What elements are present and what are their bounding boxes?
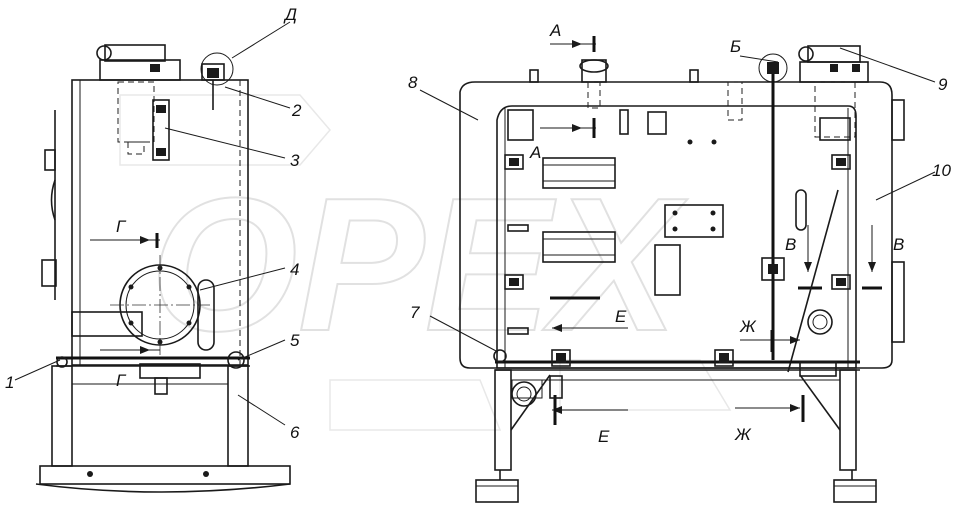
view-labels: Д Б А А Г Г В В Е Е Ж Ж bbox=[116, 5, 904, 446]
view-label-e-mid: Е bbox=[615, 307, 627, 326]
callout-9: 9 bbox=[938, 75, 948, 94]
callout-6: 6 bbox=[290, 423, 300, 442]
outlet-port bbox=[807, 309, 833, 335]
callout-3: 3 bbox=[290, 151, 300, 170]
callout-10: 10 bbox=[932, 161, 951, 180]
internal-filter-hidden bbox=[117, 81, 155, 143]
filler-cap bbox=[579, 59, 609, 73]
left-side-clip-2 bbox=[41, 259, 57, 287]
view-label-a-mid: А bbox=[529, 143, 541, 162]
level-gauge-bracket bbox=[152, 99, 170, 161]
view-label-g-bottom: Г bbox=[116, 371, 127, 390]
watermark-text: ОРЕХ bbox=[150, 159, 688, 371]
filter-outlet-hidden bbox=[127, 141, 145, 155]
left-top-cap bbox=[99, 59, 181, 81]
breather-b bbox=[767, 62, 779, 74]
detail-d-circle bbox=[200, 52, 234, 86]
callout-labels: 1 2 3 4 5 6 7 8 9 10 bbox=[5, 73, 951, 442]
right-tank-inner bbox=[496, 105, 857, 369]
breather-valve-core bbox=[207, 68, 219, 78]
left-cap-bolt bbox=[150, 64, 160, 72]
callout-leaders bbox=[14, 21, 936, 426]
right-leg-2 bbox=[839, 369, 857, 471]
callout-5: 5 bbox=[290, 331, 300, 350]
right-foot-2 bbox=[833, 479, 877, 503]
return-filter-bracket bbox=[819, 117, 851, 141]
left-base-plate bbox=[39, 465, 291, 485]
pump-flange bbox=[511, 381, 537, 407]
view-label-zh-mid: Ж bbox=[739, 317, 757, 336]
baffle-upper bbox=[542, 157, 616, 189]
watermark-gear bbox=[119, 94, 732, 431]
gauge-bolt-top bbox=[156, 105, 166, 113]
level-sensor-plate bbox=[664, 204, 724, 238]
hatch-handle bbox=[197, 279, 215, 351]
left-side-clip-1 bbox=[44, 149, 56, 171]
sensor-bracket bbox=[654, 244, 681, 296]
level-indicator bbox=[795, 189, 807, 231]
callout-7: 7 bbox=[410, 303, 420, 322]
left-filler-housing bbox=[104, 44, 166, 62]
section-g-arrow-top bbox=[140, 236, 150, 244]
right-leg-1 bbox=[494, 369, 512, 471]
view-label-zh-bottom: Ж bbox=[734, 425, 752, 444]
pipe-clamp bbox=[761, 257, 785, 281]
right-front-view bbox=[459, 36, 905, 503]
right-foot-1 bbox=[475, 479, 519, 503]
left-tank-body bbox=[71, 79, 249, 366]
callout-2: 2 bbox=[291, 101, 302, 120]
left-side-hose bbox=[50, 179, 56, 221]
return-filter-knob bbox=[798, 46, 814, 62]
left-base-curve bbox=[35, 483, 291, 493]
filler-tube-hidden bbox=[587, 81, 601, 109]
callout-8: 8 bbox=[408, 73, 418, 92]
view-label-e-bottom: Е bbox=[598, 427, 610, 446]
right-tank-outer bbox=[459, 81, 893, 369]
left-leg-1 bbox=[51, 365, 73, 467]
suction-pipe bbox=[71, 311, 143, 337]
left-leg-2 bbox=[227, 365, 249, 467]
lifting-eye bbox=[493, 349, 507, 363]
gauge-bolt-bottom bbox=[156, 148, 166, 156]
view-label-g-top: Г bbox=[116, 217, 127, 236]
right-side-cover-top bbox=[891, 99, 905, 141]
left-rail-bolt-1 bbox=[56, 356, 68, 368]
view-label-b: Б bbox=[730, 37, 741, 56]
internal-corner-bracket bbox=[507, 109, 534, 141]
view-label-v-right: В bbox=[893, 235, 904, 254]
internal-block bbox=[647, 111, 667, 135]
view-label-a-top: А bbox=[549, 21, 561, 40]
return-filter-hidden bbox=[814, 81, 856, 138]
left-filler-knob bbox=[96, 45, 112, 61]
leg-brace-right bbox=[799, 374, 841, 431]
return-filter-top bbox=[807, 45, 861, 63]
right-side-cover bbox=[891, 261, 905, 343]
callout-1: 1 bbox=[5, 373, 14, 392]
view-label-d: Д bbox=[283, 5, 297, 24]
drain-plug-circle bbox=[227, 351, 245, 369]
drain-valve-body bbox=[139, 363, 201, 379]
diagonal-pipe bbox=[787, 189, 839, 373]
baffle-lower bbox=[542, 231, 616, 263]
drain-valve-outlet bbox=[154, 377, 168, 395]
section-g-arrow-bottom bbox=[140, 346, 150, 354]
left-side-view bbox=[35, 44, 291, 493]
inner-pipe-hidden bbox=[727, 81, 743, 121]
view-label-v-left: В bbox=[785, 235, 796, 254]
leg-brace-left bbox=[510, 374, 551, 431]
callout-4: 4 bbox=[290, 260, 299, 279]
